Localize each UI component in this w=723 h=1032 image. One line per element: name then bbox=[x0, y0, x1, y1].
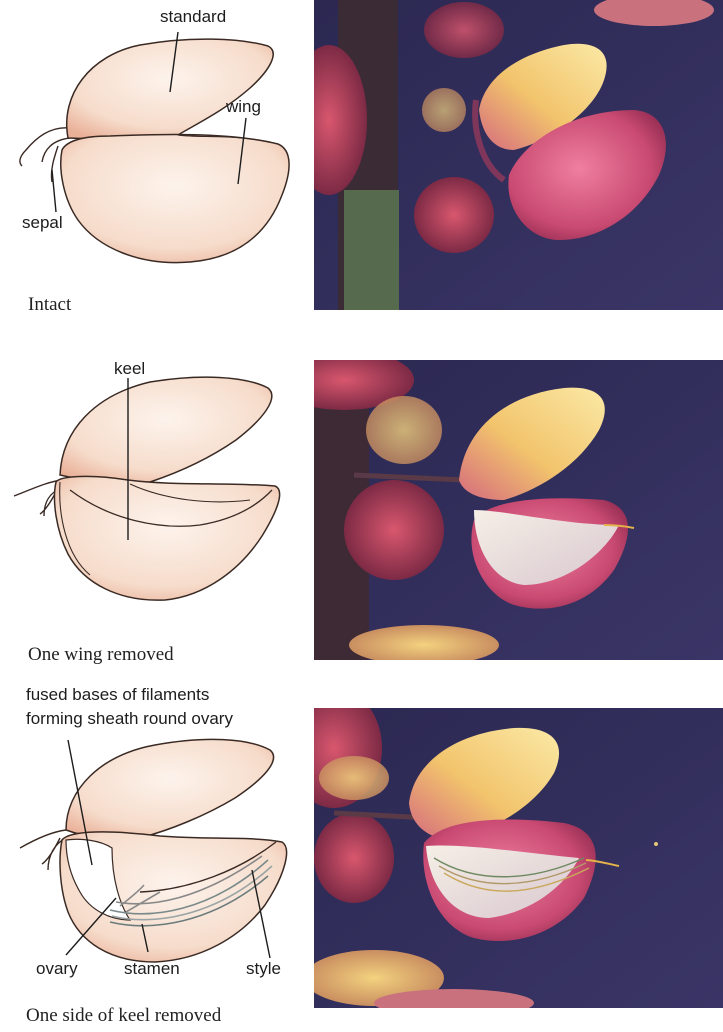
drawing-intact bbox=[0, 0, 305, 280]
label-keel: keel bbox=[114, 360, 145, 377]
label-sepal: sepal bbox=[22, 214, 63, 231]
label-standard: standard bbox=[160, 8, 226, 25]
photo-one-wing-removed bbox=[314, 360, 723, 660]
wing-petal bbox=[61, 134, 289, 262]
panel-one-wing-removed: keel One wing removed bbox=[0, 340, 723, 680]
caption-keel-side-removed: One side of keel removed bbox=[26, 1006, 221, 1025]
label-stamen: stamen bbox=[124, 960, 180, 977]
panel-intact: standard wing sepal Intact bbox=[0, 0, 723, 330]
label-style: style bbox=[246, 960, 281, 977]
standard-petal-3 bbox=[66, 739, 274, 838]
photo-intact bbox=[314, 0, 723, 310]
sepal-shape-3 bbox=[20, 830, 66, 870]
label-ovary: ovary bbox=[36, 960, 78, 977]
keel-petal bbox=[55, 476, 280, 600]
panel-keel-side-removed: fused bases of filaments forming sheath … bbox=[0, 680, 723, 1032]
label-wing: wing bbox=[226, 98, 261, 115]
label-sheath-line2: forming sheath round ovary bbox=[26, 710, 233, 727]
photo-keel-side-removed bbox=[314, 708, 723, 1008]
label-sheath-line1: fused bases of filaments bbox=[26, 686, 209, 703]
drawing-one-wing-removed bbox=[0, 340, 305, 620]
standard-petal-2 bbox=[60, 377, 272, 483]
caption-one-wing-removed: One wing removed bbox=[28, 645, 174, 664]
caption-intact: Intact bbox=[28, 295, 71, 314]
sepal-leader bbox=[52, 170, 56, 212]
